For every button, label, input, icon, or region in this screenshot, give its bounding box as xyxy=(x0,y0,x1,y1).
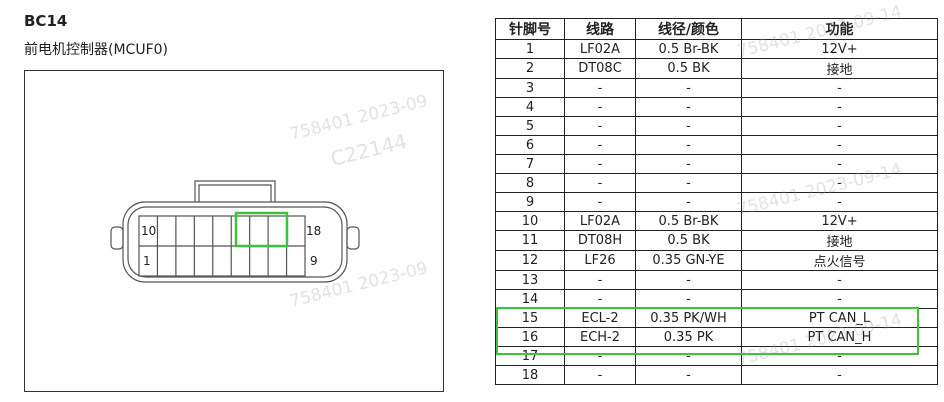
table-cell: - xyxy=(741,192,938,212)
table-cell: - xyxy=(635,135,742,155)
table-cell: 6 xyxy=(495,135,565,155)
connector-name: 前电机控制器(MCUF0) xyxy=(24,42,168,58)
table-row: 18--- xyxy=(495,365,938,385)
table-cell: - xyxy=(564,135,636,155)
table-cell: 12V+ xyxy=(741,211,938,231)
table-cell: - xyxy=(635,192,742,212)
table-row: 9--- xyxy=(495,192,938,212)
table-row: 8--- xyxy=(495,173,938,193)
table-cell: 12 xyxy=(495,250,565,271)
table-cell: - xyxy=(564,173,636,193)
table-cell: 3 xyxy=(495,78,565,98)
table-cell: 8 xyxy=(495,173,565,193)
table-cell: - xyxy=(564,78,636,98)
table-cell: 12V+ xyxy=(741,39,938,59)
table-cell: LF26 xyxy=(564,250,636,271)
highlight-can-rows xyxy=(496,307,919,355)
table-cell: - xyxy=(635,270,742,290)
table-row: 6--- xyxy=(495,135,938,155)
table-cell: 18 xyxy=(495,365,565,385)
column-header: 功能 xyxy=(741,18,938,40)
table-cell: - xyxy=(564,97,636,117)
table-cell: - xyxy=(635,289,742,309)
table-cell: 2 xyxy=(495,58,565,79)
table-row: 5--- xyxy=(495,116,938,136)
table-cell: 9 xyxy=(495,192,565,212)
highlight-box xyxy=(234,211,289,248)
column-header: 线径/颜色 xyxy=(635,18,742,40)
table-cell: - xyxy=(741,289,938,309)
table-cell: - xyxy=(635,365,742,385)
table-cell: - xyxy=(741,78,938,98)
connector-diagram: 10 1 18 9 xyxy=(24,70,444,392)
pin-label-10: 10 xyxy=(141,224,156,238)
table-cell: LF02A xyxy=(564,39,636,59)
table-cell: 10 xyxy=(495,211,565,231)
table-cell: - xyxy=(564,270,636,290)
table-cell: 5 xyxy=(495,116,565,136)
table-cell: - xyxy=(635,173,742,193)
table-cell: - xyxy=(564,154,636,174)
connector-code: BC14 xyxy=(24,12,68,30)
table-cell: - xyxy=(564,116,636,136)
table-cell: 0.5 BK xyxy=(635,230,742,251)
table-cell: 4 xyxy=(495,97,565,117)
table-cell: - xyxy=(741,270,938,290)
table-cell: 7 xyxy=(495,154,565,174)
table-cell: - xyxy=(741,135,938,155)
table-cell: 0.35 GN-YE xyxy=(635,250,742,271)
pin-label-9: 9 xyxy=(310,254,318,268)
table-cell: - xyxy=(564,192,636,212)
table-cell: - xyxy=(635,154,742,174)
table-cell: 11 xyxy=(495,230,565,251)
table-cell: 接地 xyxy=(741,58,938,79)
table-row: 3--- xyxy=(495,78,938,98)
table-cell: 13 xyxy=(495,270,565,290)
table-cell: 14 xyxy=(495,289,565,309)
table-cell: - xyxy=(635,116,742,136)
table-cell: 1 xyxy=(495,39,565,59)
table-row: 13--- xyxy=(495,270,938,290)
table-cell: - xyxy=(741,97,938,117)
connector-drawing: 10 1 18 9 xyxy=(110,180,360,283)
table-cell: - xyxy=(741,116,938,136)
table-cell: - xyxy=(564,289,636,309)
table-cell: - xyxy=(741,154,938,174)
table-row: 17--- xyxy=(495,346,938,366)
table-cell: 接地 xyxy=(741,230,938,251)
table-cell: 0.5 BK xyxy=(635,58,742,79)
table-cell: - xyxy=(564,365,636,385)
column-header: 线路 xyxy=(564,18,636,40)
table-cell: 点火信号 xyxy=(741,250,938,271)
table-cell: - xyxy=(635,78,742,98)
table-row: 14--- xyxy=(495,289,938,309)
table-cell: 0.5 Br-BK xyxy=(635,39,742,59)
table-cell: DT08C xyxy=(564,58,636,79)
table-cell: DT08H xyxy=(564,230,636,251)
table-cell: - xyxy=(741,173,938,193)
pin-label-1: 1 xyxy=(143,254,151,268)
table-cell: 0.35 PK/WH xyxy=(635,308,742,328)
table-row: 4--- xyxy=(495,97,938,117)
table-row: 7--- xyxy=(495,154,938,174)
table-cell: 0.5 Br-BK xyxy=(635,211,742,231)
table-cell: LF02A xyxy=(564,211,636,231)
pin-label-18: 18 xyxy=(306,224,321,238)
table-cell: - xyxy=(635,97,742,117)
table-cell: - xyxy=(741,365,938,385)
column-header: 针脚号 xyxy=(495,18,565,40)
